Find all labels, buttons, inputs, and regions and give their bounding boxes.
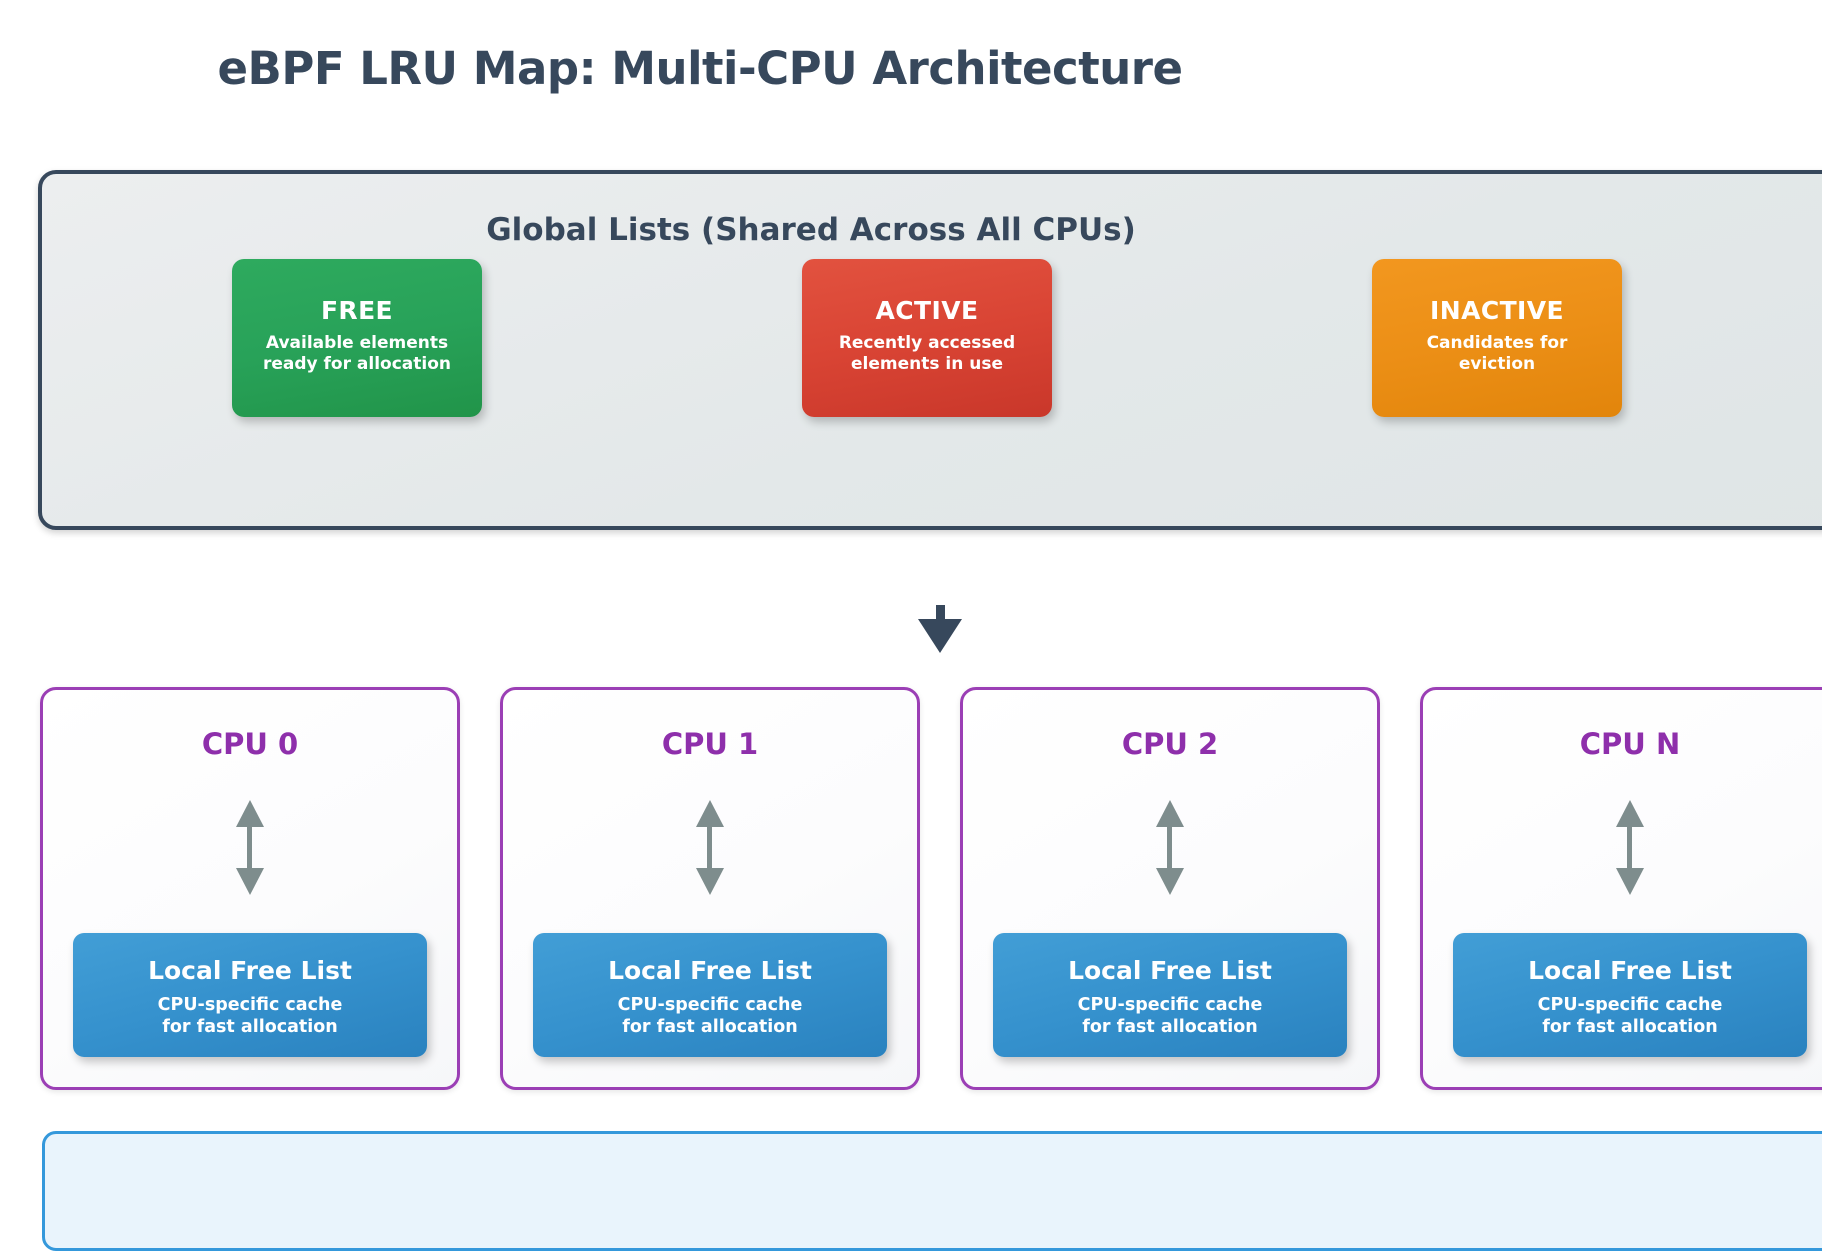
double-arrow-stem: [1167, 826, 1172, 870]
global-list-free[interactable]: FREE Available elements ready for alloca…: [232, 259, 482, 417]
double-arrow-up-head: [236, 800, 264, 827]
local-free-list-0-subtitle-line1: CPU-specific cache: [157, 994, 343, 1015]
local-free-list-n[interactable]: Local Free List CPU-specific cache for f…: [1453, 933, 1807, 1057]
double-arrow-down-head: [236, 868, 264, 895]
cpu-card-0-title: CPU 0: [201, 727, 299, 761]
global-list-active-title: ACTIVE: [875, 296, 979, 325]
global-list-inactive[interactable]: INACTIVE Candidates for eviction: [1372, 259, 1622, 417]
double-arrow-stem: [247, 826, 252, 870]
double-arrow-up-head: [1156, 800, 1184, 827]
double-arrow-down-head: [1156, 868, 1184, 895]
page-title: eBPF LRU Map: Multi-CPU Architecture: [217, 42, 1183, 95]
local-free-list-0[interactable]: Local Free List CPU-specific cache for f…: [73, 933, 427, 1057]
arrow-down-stem: [936, 605, 945, 621]
double-arrow-vertical-icon: [696, 800, 724, 895]
global-list-active-subtitle: Recently accessed elements in use: [802, 333, 1052, 377]
global-list-inactive-subtitle-line2: eviction: [1458, 354, 1536, 375]
bottom-info-panel: [42, 1131, 1822, 1251]
cpu-card-0[interactable]: CPU 0 Local Free List CPU-specific cache…: [40, 687, 460, 1090]
cpu-card-2[interactable]: CPU 2 Local Free List CPU-specific cache…: [960, 687, 1380, 1090]
global-lists-heading: Global Lists (Shared Across All CPUs): [486, 212, 1136, 248]
cpu-card-1-title: CPU 1: [661, 727, 759, 761]
double-arrow-vertical-icon: [1616, 800, 1644, 895]
double-arrow-down-head: [1616, 868, 1644, 895]
double-arrow-vertical-icon: [1156, 800, 1184, 895]
local-free-list-1-subtitle: CPU-specific cache for fast allocation: [533, 994, 887, 1040]
cpu-card-n[interactable]: CPU N Local Free List CPU-specific cache…: [1420, 687, 1822, 1090]
global-list-inactive-subtitle-line1: Candidates for: [1426, 332, 1568, 353]
double-arrow-stem: [707, 826, 712, 870]
local-free-list-1-subtitle-line2: for fast allocation: [622, 1017, 798, 1038]
local-free-list-n-subtitle-line1: CPU-specific cache: [1537, 994, 1723, 1015]
double-arrow-up-head: [1616, 800, 1644, 827]
local-free-list-1-title: Local Free List: [608, 956, 812, 985]
local-free-list-n-subtitle-line2: for fast allocation: [1542, 1017, 1718, 1038]
double-arrow-stem: [1627, 826, 1632, 870]
local-free-list-2-subtitle-line1: CPU-specific cache: [1077, 994, 1263, 1015]
local-free-list-2-subtitle: CPU-specific cache for fast allocation: [993, 994, 1347, 1040]
global-list-active[interactable]: ACTIVE Recently accessed elements in use: [802, 259, 1052, 417]
arrow-down-head: [918, 619, 962, 653]
global-list-active-subtitle-line1: Recently accessed: [838, 332, 1016, 353]
double-arrow-vertical-icon: [236, 800, 264, 895]
arrow-down-icon: [918, 605, 962, 655]
local-free-list-n-subtitle: CPU-specific cache for fast allocation: [1453, 994, 1807, 1040]
cpu-card-2-title: CPU 2: [1121, 727, 1219, 761]
double-arrow-down-head: [696, 868, 724, 895]
cpu-card-1[interactable]: CPU 1 Local Free List CPU-specific cache…: [500, 687, 920, 1090]
local-free-list-2-subtitle-line2: for fast allocation: [1082, 1017, 1258, 1038]
double-arrow-up-head: [696, 800, 724, 827]
global-list-inactive-title: INACTIVE: [1430, 296, 1564, 325]
global-list-inactive-subtitle: Candidates for eviction: [1372, 333, 1622, 377]
cpu-cards-row: CPU 0 Local Free List CPU-specific cache…: [0, 687, 1822, 1090]
local-free-list-1[interactable]: Local Free List CPU-specific cache for f…: [533, 933, 887, 1057]
local-free-list-1-subtitle-line1: CPU-specific cache: [617, 994, 803, 1015]
cpu-card-n-title: CPU N: [1579, 727, 1681, 761]
local-free-list-n-title: Local Free List: [1528, 956, 1732, 985]
global-lists-panel: Global Lists (Shared Across All CPUs) FR…: [38, 170, 1822, 530]
global-list-active-subtitle-line2: elements in use: [851, 354, 1003, 375]
global-list-free-subtitle-line1: Available elements: [265, 332, 449, 353]
local-free-list-0-subtitle: CPU-specific cache for fast allocation: [73, 994, 427, 1040]
global-list-free-subtitle-line2: ready for allocation: [262, 354, 452, 375]
global-list-free-subtitle: Available elements ready for allocation: [232, 333, 482, 377]
local-free-list-2-title: Local Free List: [1068, 956, 1272, 985]
global-list-free-title: FREE: [320, 296, 394, 325]
local-free-list-0-subtitle-line2: for fast allocation: [162, 1017, 338, 1038]
local-free-list-2[interactable]: Local Free List CPU-specific cache for f…: [993, 933, 1347, 1057]
local-free-list-0-title: Local Free List: [148, 956, 352, 985]
